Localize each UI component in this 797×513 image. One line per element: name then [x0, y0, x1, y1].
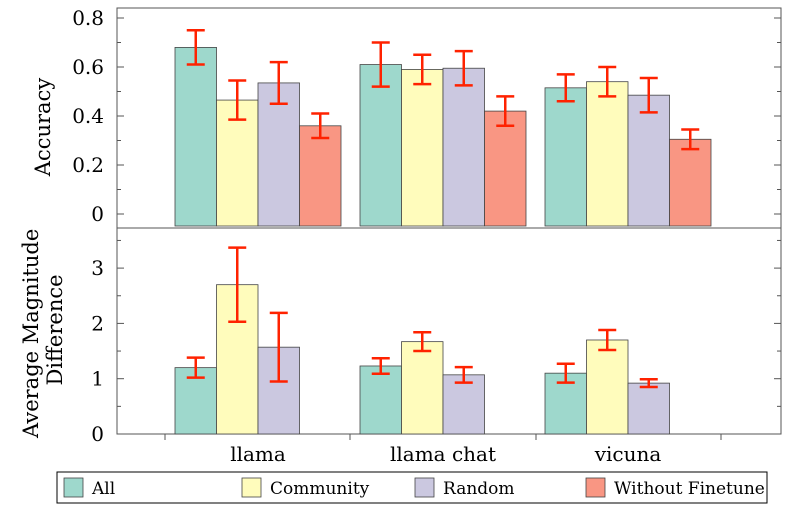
bar-without-finetune-vicuna: [669, 138, 712, 227]
y-tick-label: 0.2: [72, 153, 104, 177]
legend-swatch-community: [241, 477, 262, 498]
error-bar: [681, 128, 700, 151]
error-bar: [639, 76, 658, 114]
panel-magnitude: 0 1 2 3: [91, 227, 782, 446]
y-tick-label: 0.6: [72, 55, 104, 79]
category-label-vicuna: vicuna: [594, 442, 662, 466]
y-tick-label: 3: [91, 256, 104, 280]
legend-label-all: All: [91, 479, 115, 499]
error-bar: [413, 53, 432, 86]
error-bar: [454, 49, 473, 87]
y-axis-title-magnitude: Average Magnitude Difference: [19, 222, 67, 439]
y-tick-label: 0.4: [72, 104, 104, 128]
y-tick-label: 0: [91, 202, 104, 226]
bar-random-vicuna: [627, 94, 670, 227]
bar-community-llama-chat: [401, 341, 444, 435]
bar-all-vicuna: [544, 87, 587, 227]
y-tick-label: 1: [91, 367, 104, 391]
error-bar: [228, 79, 247, 121]
legend: All Community Random Without Finetune: [56, 471, 768, 504]
bar-community-llama-chat: [401, 69, 444, 227]
error-bar: [598, 65, 617, 98]
legend-label-random: Random: [443, 479, 515, 499]
error-bar: [598, 328, 617, 352]
category-label-llama: llama: [230, 442, 286, 466]
y-tick-label: 0.8: [72, 6, 104, 30]
y-axis-title-accuracy: Accuracy: [31, 78, 55, 178]
error-bar: [311, 112, 330, 140]
bar-without-finetune-llama: [299, 125, 342, 227]
error-bar: [556, 73, 575, 103]
legend-label-community: Community: [270, 479, 370, 499]
bar-community-vicuna: [586, 81, 629, 227]
category-label-llama-chat: llama chat: [390, 442, 496, 466]
legend-swatch-random: [414, 477, 435, 498]
error-bar: [228, 246, 247, 323]
error-bar: [371, 356, 390, 375]
legend-swatch-all: [63, 477, 84, 498]
legend-label-without-finetune: Without Finetune: [614, 479, 765, 499]
error-bar: [496, 95, 515, 128]
bar-community-vicuna: [586, 339, 629, 435]
error-bar: [269, 311, 288, 383]
error-bar: [269, 60, 288, 105]
error-bar: [556, 362, 575, 384]
chart-panels: 0 0.2 0.4 0.6 0.8 0 1 2 3: [72, 6, 782, 446]
y-tick-label: 2: [91, 311, 104, 335]
error-bar: [371, 41, 390, 88]
error-bar: [186, 356, 205, 379]
bar-all-llama-chat: [359, 365, 402, 435]
legend-swatch-without-finetune: [585, 477, 606, 498]
bar-without-finetune-llama-chat: [484, 110, 527, 227]
bar-random-llama-chat: [442, 374, 485, 435]
bar-all-llama: [174, 47, 217, 227]
legend-box: [56, 471, 768, 504]
bar-random-llama-chat: [442, 67, 485, 227]
error-bar: [639, 378, 658, 389]
error-bar: [186, 29, 205, 66]
error-bar: [413, 330, 432, 353]
error-bar: [454, 365, 473, 384]
panel-accuracy: 0 0.2 0.4 0.6 0.8: [72, 6, 782, 229]
bar-random-vicuna: [627, 382, 670, 435]
bar-all-llama-chat: [359, 64, 402, 227]
category-labels: llama llama chat vicuna: [230, 442, 661, 466]
y-tick-label: 0: [91, 422, 104, 446]
